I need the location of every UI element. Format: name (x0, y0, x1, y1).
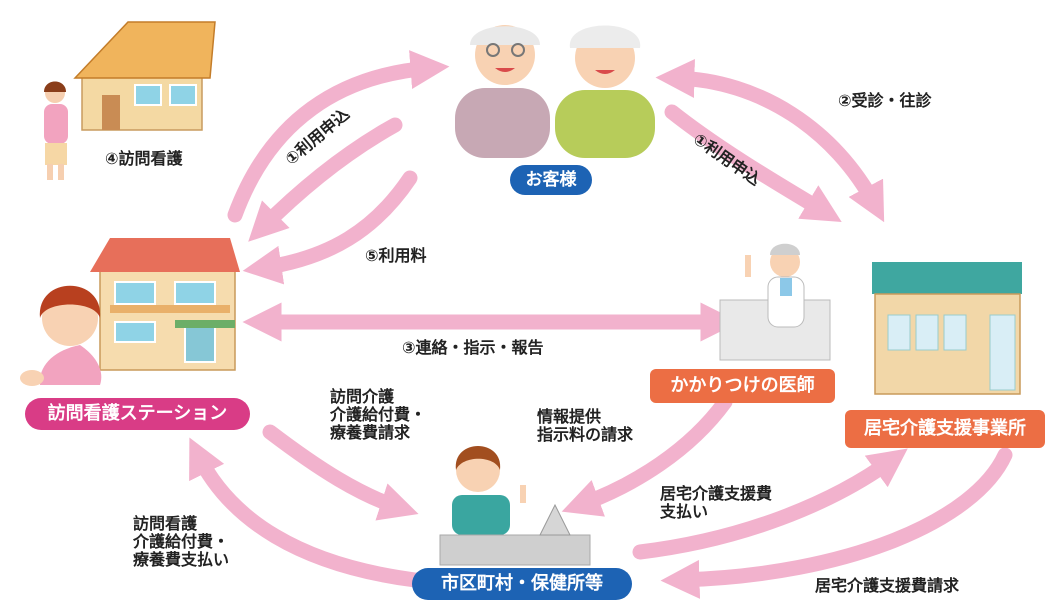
station-nurse-figure (20, 285, 102, 386)
label-care-claim: 居宅介護支援費請求 (815, 576, 960, 595)
station-badge: 訪問看護ステーション (25, 398, 250, 430)
arrow-apply-left (248, 117, 403, 242)
label-station-pay-line1: 訪問看護 (133, 514, 198, 533)
arrow-consult (655, 58, 885, 223)
arrow-fee (242, 170, 418, 285)
label-care-pay-line2: 支払い (660, 502, 709, 521)
label-care-pay: 居宅介護支援費 支払い (660, 485, 772, 521)
label-claim-station-line3: 療養費請求 (330, 423, 411, 442)
label-info-doctor: 情報提供 指示料の請求 (537, 408, 633, 444)
municipality-staff-illustration (439, 446, 591, 566)
label-care-pay-line1: 居宅介護支援費 (660, 484, 773, 503)
label-info-doctor-line1: 情報提供 (537, 407, 602, 426)
arrow-claim-station (262, 424, 419, 521)
label-fee: ⑤利用料 (365, 246, 427, 265)
visiting-nurse-figure (44, 81, 68, 180)
arrow-info-doctor (561, 394, 733, 517)
arrow-station-pay (189, 437, 423, 588)
doctor-badge: かかりつけの医師 (650, 369, 835, 403)
label-claim-station-line2: 介護給付費・ (330, 405, 427, 424)
label-claim-station: 訪問介護 介護給付費・ 療養費請求 (330, 388, 426, 442)
care-office-badge: 居宅介護支援事業所 (845, 410, 1045, 448)
label-station-pay-line2: 介護給付費・ (133, 532, 230, 551)
arrow-apply-right (664, 104, 842, 223)
arrow-care-pay (632, 448, 908, 560)
elderly-couple-illustration (455, 25, 655, 158)
label-info-doctor-line2: 指示料の請求 (537, 425, 634, 444)
house-illustration (73, 21, 216, 131)
doctor-illustration (719, 243, 831, 361)
label-claim-station-line1: 訪問介護 (330, 387, 395, 406)
label-contact: ③連絡・指示・報告 (402, 338, 544, 357)
label-visit-nursing: ④訪問看護 (105, 149, 183, 168)
customer-badge: お客様 (510, 165, 592, 195)
label-station-pay-line3: 療養費支払い (133, 550, 230, 569)
label-station-pay: 訪問看護 介護給付費・ 療養費支払い (133, 515, 229, 569)
label-consult: ②受診・往診 (838, 91, 932, 110)
nursing-station-building (90, 238, 240, 371)
arrow-care-claim (660, 447, 1013, 599)
arrow-visit-nursing (227, 50, 450, 223)
municipality-badge: 市区町村・保健所等 (412, 568, 632, 600)
care-office-building (872, 262, 1022, 395)
